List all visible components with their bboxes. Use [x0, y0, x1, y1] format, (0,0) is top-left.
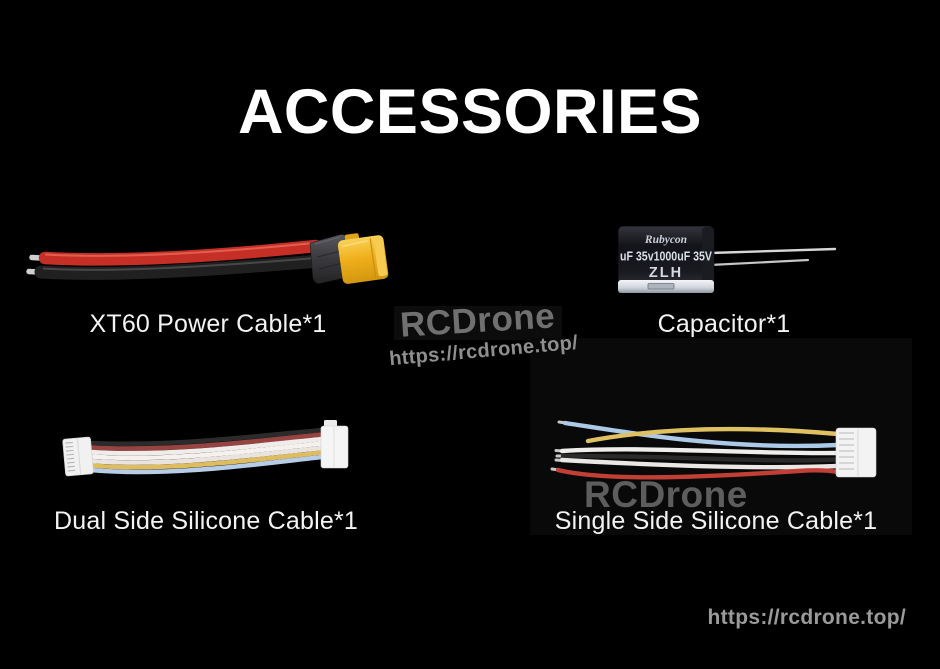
- single-cable-stripped-tips: [550, 420, 568, 472]
- xt60-connector: [337, 233, 389, 284]
- xt60-black-wire: [34, 254, 325, 280]
- dual-cable-right-connector: [320, 420, 349, 469]
- capacitor-body: Rubycon uF 35v1000uF 35V ZLH: [617, 225, 715, 293]
- capacitor-rating-text: uF 35v1000uF 35V: [620, 249, 712, 264]
- watermark-brand-lower: RCDrone: [584, 474, 748, 515]
- xt60-red-wire-highlight: [44, 242, 315, 257]
- page-title: ACCESSORIES: [237, 77, 703, 147]
- single-side-cable-photo: [550, 420, 877, 480]
- watermark-url-footer: https://rcdrone.top/: [707, 606, 906, 629]
- xt60-black-wire-highlight: [42, 257, 317, 271]
- capacitor-lead-bottom: [708, 258, 810, 267]
- dual-side-cable-label: Dual Side Silicone Cable*1: [54, 507, 358, 535]
- xt60-red-wire: [38, 239, 323, 266]
- single-cable-wires: [555, 420, 841, 480]
- capacitor-series-text: ZLH: [649, 265, 683, 281]
- watermark-photo-tile: [394, 306, 562, 340]
- dual-side-cable-photo: [62, 420, 349, 477]
- single-side-cable-label: Single Side Silicone Cable*1: [554, 507, 878, 535]
- capacitor-brand-text: Rubycon: [644, 234, 687, 246]
- dual-cable-wires: [88, 427, 325, 475]
- xt60-cable-label: XT60 Power Cable*1: [89, 310, 327, 338]
- dual-cable-left-connector: [62, 436, 94, 477]
- xt60-power-cable-photo: [26, 233, 389, 284]
- capacitor-label: Capacitor*1: [657, 310, 791, 338]
- single-cable-connector: [835, 427, 877, 478]
- capacitor-lead-top: [708, 247, 837, 255]
- capacitor-photo: Rubycon uF 35v1000uF 35V ZLH: [617, 225, 837, 293]
